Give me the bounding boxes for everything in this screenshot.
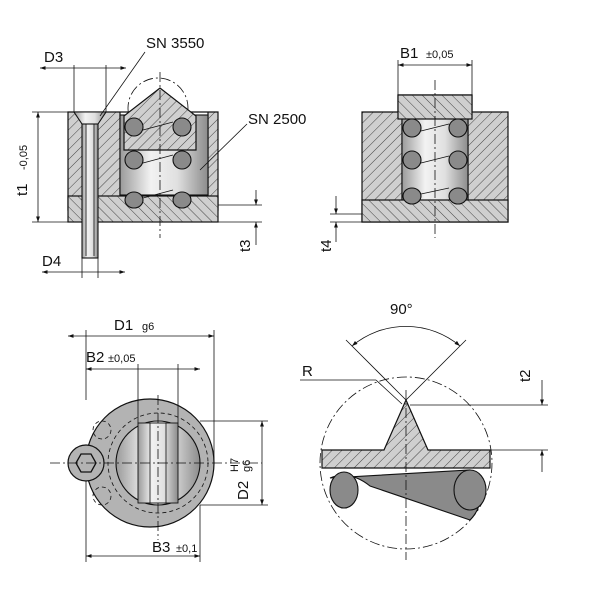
spring-wire <box>142 121 174 199</box>
d2-fit: g6 <box>241 460 253 472</box>
spring-coil <box>124 191 144 209</box>
t1-tolerance: -0,05 <box>18 145 30 170</box>
spring-end-right <box>453 469 487 511</box>
spring-end-left <box>329 471 359 509</box>
b1-label: B1 <box>400 45 418 62</box>
tip-detail: 90° R t2 <box>300 301 548 560</box>
spring-coil <box>124 117 144 137</box>
b3-label: B3 <box>152 539 170 556</box>
r-label: R <box>302 363 313 380</box>
t3-label: t3 <box>237 239 254 252</box>
spring-coil <box>402 118 422 138</box>
b3-tolerance: ±0,1 <box>176 543 197 555</box>
sn3550-label: SN 3550 <box>146 35 204 52</box>
t1-label: t1 <box>14 183 31 196</box>
spring-coil <box>402 187 422 205</box>
spring-coil <box>172 117 192 137</box>
spring-coil <box>172 150 192 170</box>
detail-circle <box>127 77 189 139</box>
d1-fit: g6 <box>142 321 154 333</box>
t4-label: t4 <box>318 239 335 252</box>
sn2500-label: SN 2500 <box>248 111 306 128</box>
t2-label: t2 <box>517 369 534 382</box>
b2-label: B2 <box>86 349 104 366</box>
screw-shank <box>81 123 99 259</box>
spring-coil <box>402 150 422 170</box>
spring-coil <box>172 191 192 209</box>
spring-coil <box>448 187 468 205</box>
spring-coil <box>124 150 144 170</box>
d1-label: D1 <box>114 317 133 334</box>
d2-label: D2 <box>235 481 252 500</box>
spring-coil <box>448 150 468 170</box>
d2-fit-top: H7 <box>229 458 241 472</box>
plan-view: D1 g6 B2 ±0,05 D2 H7 g6 B3 ±0,1 <box>50 317 268 562</box>
section-view-with-screw: D3 SN 3550 SN 2500 t1 -0,05 D4 t3 <box>14 35 306 278</box>
d4-label: D4 <box>42 253 61 270</box>
spring-coil <box>448 118 468 138</box>
b1-tolerance: ±0,05 <box>426 49 453 61</box>
angle-label: 90° <box>390 301 413 318</box>
d3-label: D3 <box>44 49 63 66</box>
b2-tolerance: ±0,05 <box>108 353 135 365</box>
section-view: B1 ±0,05 t4 <box>318 45 509 252</box>
